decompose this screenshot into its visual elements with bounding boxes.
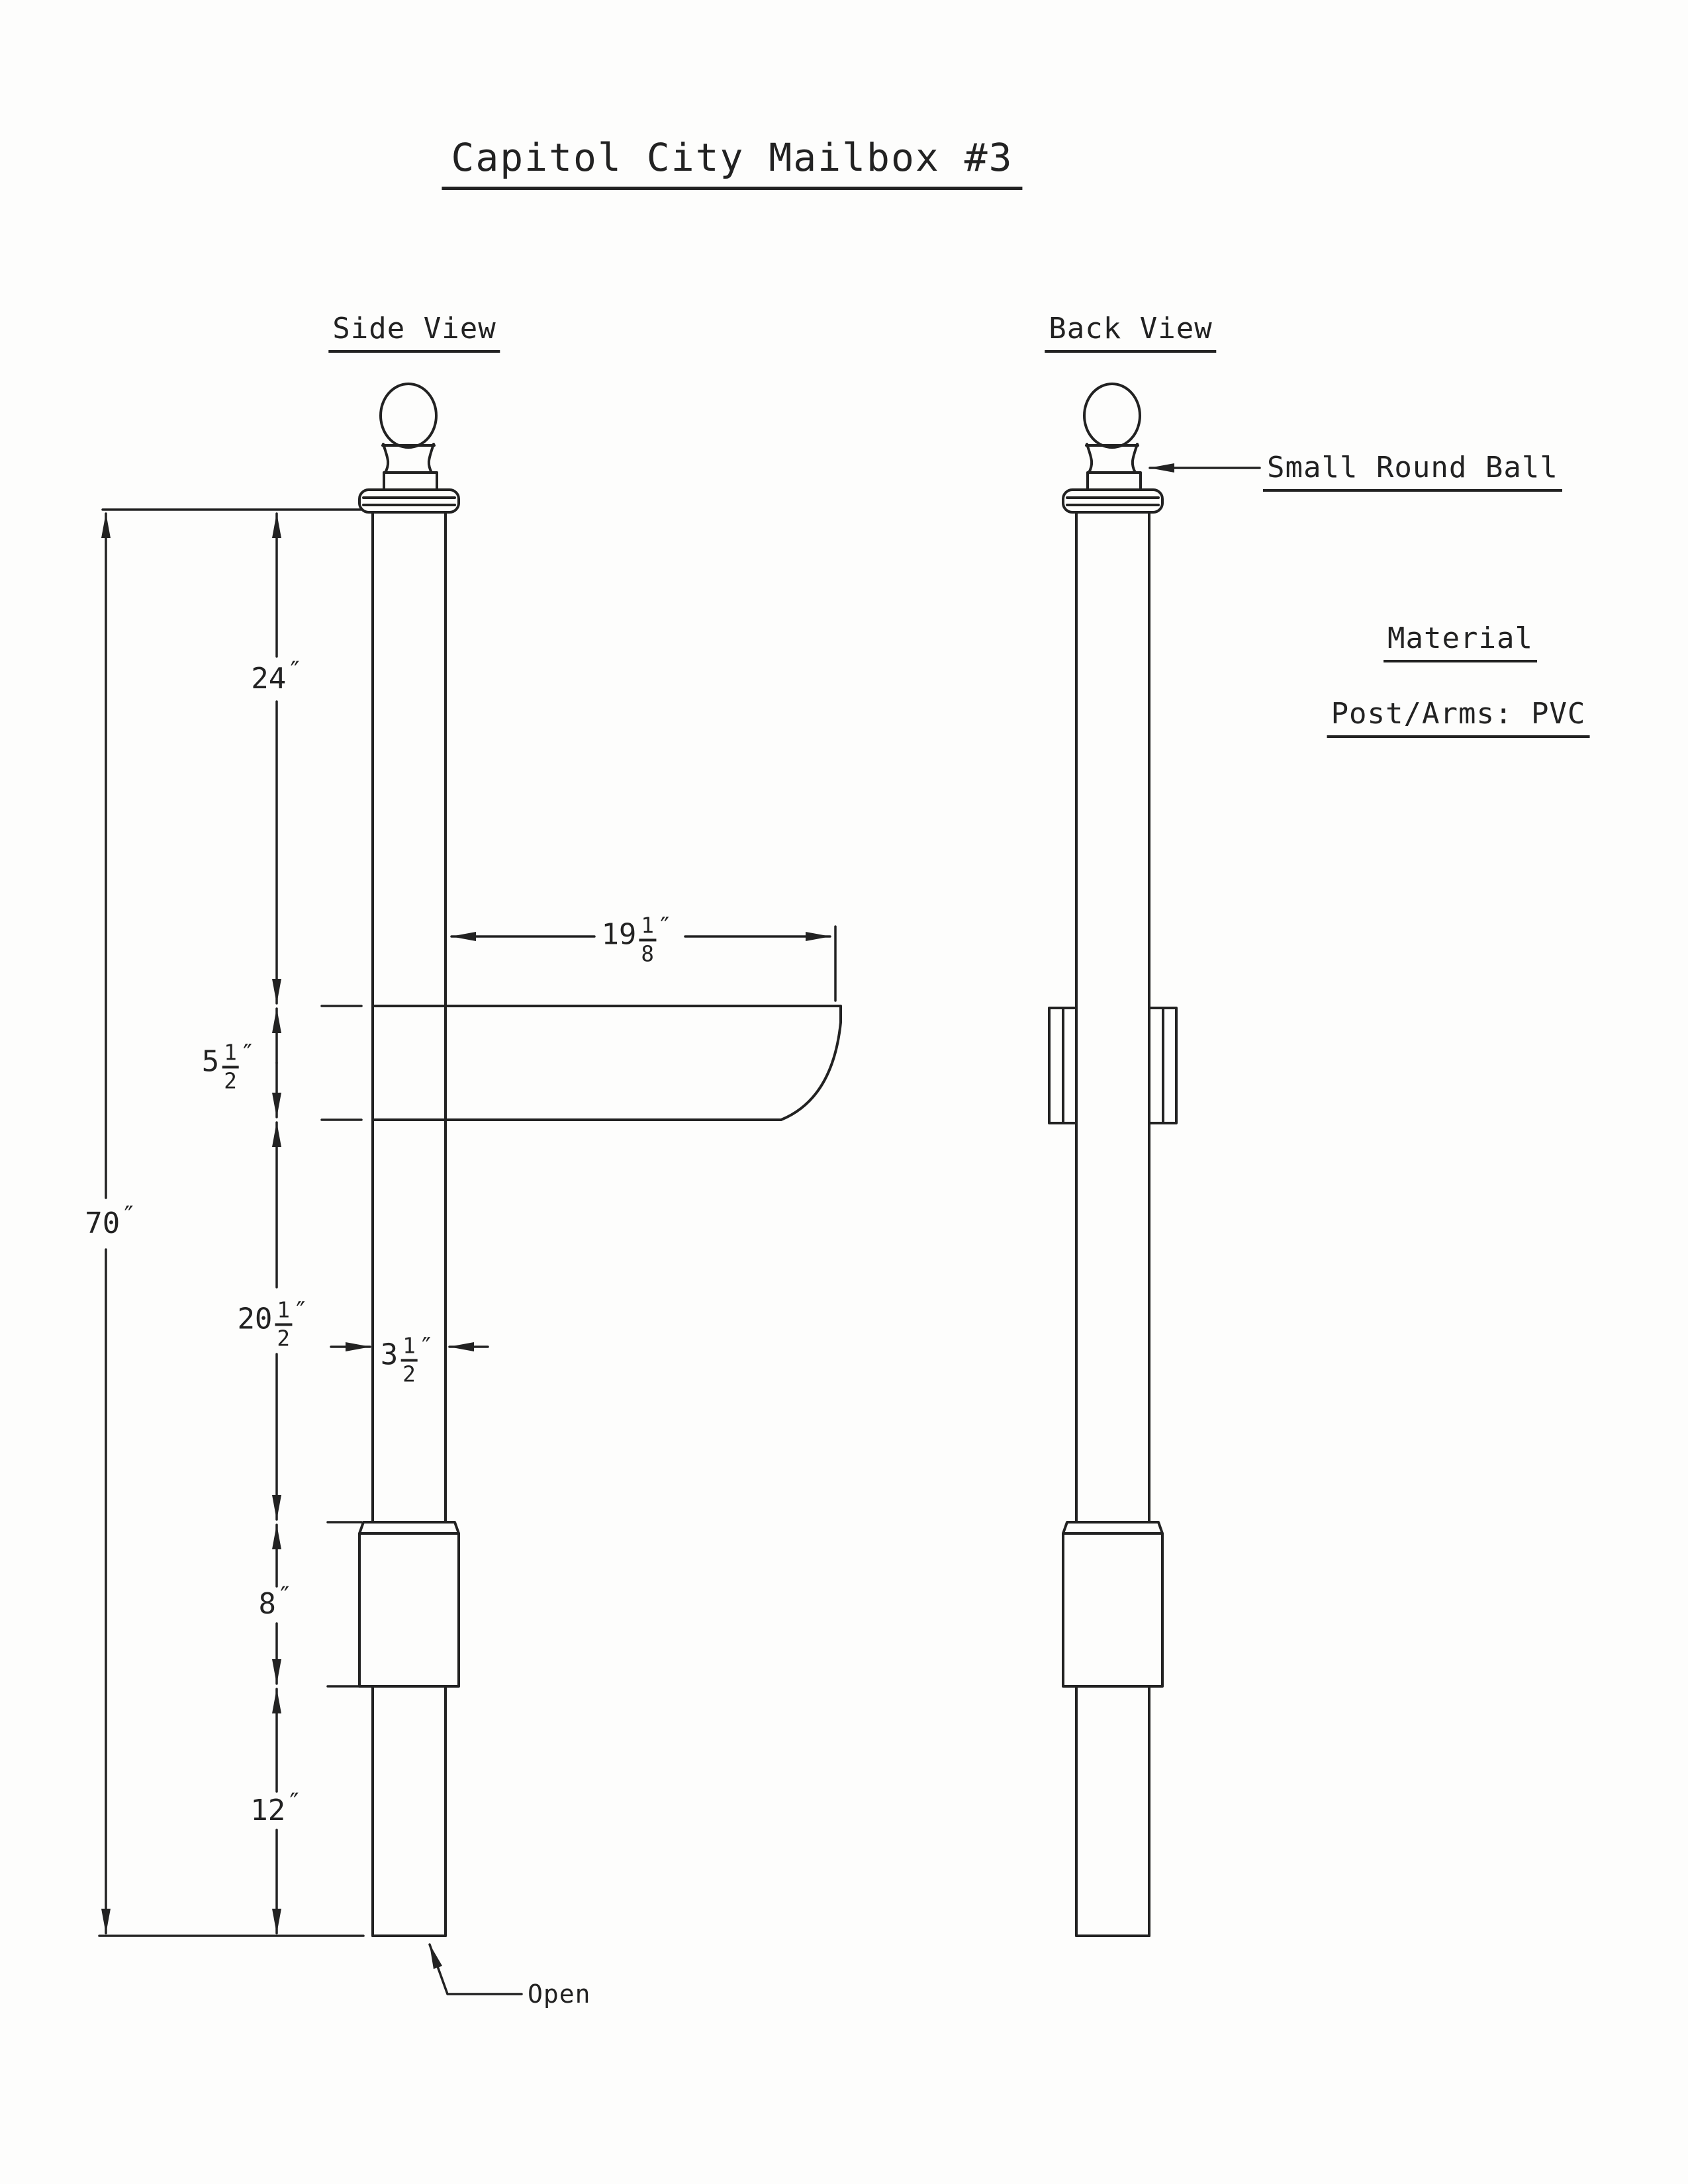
dim-value: 24	[251, 662, 287, 696]
dim-value: 70	[85, 1206, 120, 1240]
back-view-drawing	[1048, 383, 1178, 1937]
dim-unit: ″	[121, 1201, 136, 1230]
back-view-label: Back View	[1045, 313, 1217, 353]
side-post-cap	[358, 488, 460, 514]
side-view-drawing	[358, 383, 842, 1937]
dim-unit: ″	[293, 1296, 308, 1326]
leader-lines	[428, 463, 1261, 1995]
dim-total-height: 70″	[85, 1203, 136, 1240]
side-ground-collar	[358, 1521, 460, 1688]
back-post-cap	[1062, 488, 1164, 514]
dimension-lines	[98, 508, 837, 1937]
dim-collar-height: 8″	[258, 1583, 292, 1621]
dim-unit: ″	[287, 656, 303, 686]
page-title: Capitol City Mailbox #3	[442, 138, 1023, 190]
back-ground-collar	[1062, 1521, 1164, 1688]
dim-unit: ″	[657, 911, 673, 941]
side-ball-finial	[379, 383, 438, 449]
dim-value: 5	[201, 1044, 220, 1078]
dim-value: 19	[601, 917, 637, 951]
dim-unit: ″	[277, 1581, 293, 1611]
open-leader	[428, 1943, 523, 1995]
dim-unit: ″	[418, 1332, 434, 1361]
side-view-label: Side View	[328, 313, 500, 353]
dim-value: 8	[258, 1587, 276, 1621]
dim-value: 12	[250, 1794, 286, 1827]
back-ball-finial	[1083, 383, 1141, 449]
dim-value: 20	[237, 1302, 273, 1336]
open-annotation: Open	[528, 1979, 591, 2009]
dim-unit: ″	[287, 1788, 302, 1817]
dim-value: 3	[380, 1338, 399, 1371]
dim-top-segment: 24″	[251, 658, 303, 696]
back-arm-brackets	[1048, 1007, 1178, 1124]
dim-unit: ″	[240, 1038, 256, 1068]
ball-annotation: Small Round Ball	[1263, 452, 1562, 492]
side-arm	[371, 1005, 842, 1121]
material-heading: Material	[1383, 623, 1537, 663]
material-value: Post/Arms: PVC	[1327, 698, 1590, 739]
dim-bottom-segment: 12″	[250, 1790, 302, 1827]
